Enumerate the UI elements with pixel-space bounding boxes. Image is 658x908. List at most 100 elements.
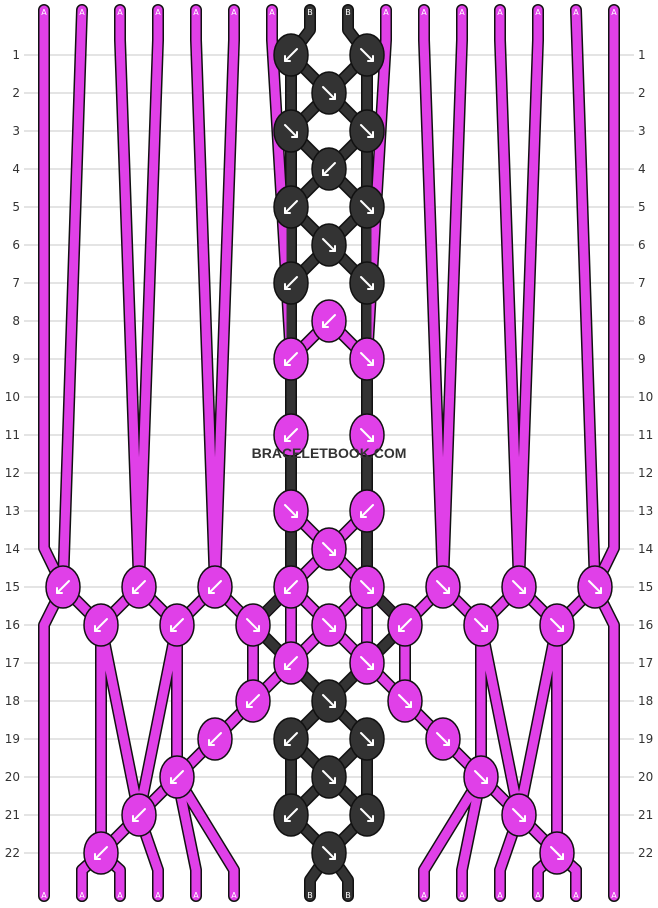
knot-A-right-down bbox=[463, 603, 499, 647]
arrow-icon bbox=[322, 770, 336, 784]
knot-A-right-down bbox=[349, 565, 385, 609]
row-number-left: 3 bbox=[12, 124, 20, 138]
arrow-head-icon bbox=[481, 777, 488, 784]
strand-tag-bottom: A bbox=[573, 891, 579, 900]
arrow-icon bbox=[322, 86, 336, 100]
arrow-head-icon bbox=[519, 815, 526, 822]
arrow-head-icon bbox=[329, 701, 336, 708]
strand-tag-top: A bbox=[79, 8, 85, 17]
knot-A-right-down bbox=[425, 565, 461, 609]
arrow-icon bbox=[398, 618, 412, 632]
arrow-icon bbox=[360, 124, 374, 138]
strand-A bbox=[514, 5, 562, 901]
arrow-icon bbox=[512, 808, 526, 822]
arrow-icon bbox=[436, 580, 450, 594]
arrow-icon bbox=[322, 162, 336, 176]
strand-tag-bottom: A bbox=[155, 891, 161, 900]
arrow-head-icon bbox=[94, 853, 101, 860]
knot-A-right-down bbox=[273, 489, 309, 533]
row-number-right: 1 bbox=[638, 48, 646, 62]
knot-A-right-down bbox=[539, 831, 575, 875]
knot-A-right-down bbox=[349, 413, 385, 457]
row-number-right: 14 bbox=[638, 542, 653, 556]
row-number-left: 2 bbox=[12, 86, 20, 100]
row-number-right: 18 bbox=[638, 694, 653, 708]
arrow-head-icon bbox=[94, 625, 101, 632]
strand-tag-bottom: A bbox=[497, 891, 503, 900]
arrow-icon bbox=[588, 580, 602, 594]
strand-tag-bottom: A bbox=[231, 891, 237, 900]
knot-B-left-down bbox=[311, 147, 347, 191]
strand-tag-top: A bbox=[155, 8, 161, 17]
knot-B-right-down bbox=[349, 261, 385, 305]
arrow-head-icon bbox=[132, 587, 139, 594]
row-number-left: 1 bbox=[12, 48, 20, 62]
arrow-icon bbox=[322, 846, 336, 860]
strand-tag-top: A bbox=[497, 8, 503, 17]
arrow-icon bbox=[284, 124, 298, 138]
row-number-right: 11 bbox=[638, 428, 653, 442]
strand-tag-bottom: A bbox=[269, 891, 275, 900]
arrow-head-icon bbox=[284, 815, 291, 822]
knot-B-right-down bbox=[349, 109, 385, 153]
row-number-left: 7 bbox=[12, 276, 20, 290]
arrow-icon bbox=[284, 352, 298, 366]
strand-tag-top: B bbox=[307, 8, 313, 17]
strand-tag-top: A bbox=[269, 8, 275, 17]
arrow-icon bbox=[360, 732, 374, 746]
arrow-icon bbox=[284, 276, 298, 290]
row-number-right: 15 bbox=[638, 580, 653, 594]
arrow-icon bbox=[360, 504, 374, 518]
arrow-icon bbox=[284, 48, 298, 62]
arrow-head-icon bbox=[208, 587, 215, 594]
arrow-head-icon bbox=[322, 321, 329, 328]
row-number-left: 11 bbox=[5, 428, 20, 442]
strand-tag-bottom: A bbox=[535, 891, 541, 900]
arrow-icon bbox=[94, 846, 108, 860]
arrow-head-icon bbox=[367, 283, 374, 290]
arrow-head-icon bbox=[284, 435, 291, 442]
row-number-left: 12 bbox=[5, 466, 20, 480]
knot-A-right-down bbox=[539, 603, 575, 647]
strand-A bbox=[96, 5, 144, 901]
strand-tag-top: A bbox=[117, 8, 123, 17]
knot-B-left-down bbox=[273, 717, 309, 761]
row-number-right: 20 bbox=[638, 770, 653, 784]
arrow-head-icon bbox=[557, 853, 564, 860]
arrow-head-icon bbox=[367, 359, 374, 366]
arrow-icon bbox=[360, 200, 374, 214]
arrow-head-icon bbox=[367, 663, 374, 670]
row-number-right: 21 bbox=[638, 808, 653, 822]
arrow-icon bbox=[360, 656, 374, 670]
arrow-icon bbox=[398, 694, 412, 708]
arrow-icon bbox=[322, 542, 336, 556]
arrow-head-icon bbox=[367, 435, 374, 442]
arrow-icon bbox=[170, 770, 184, 784]
arrow-icon bbox=[284, 428, 298, 442]
knot-B-right-down bbox=[349, 185, 385, 229]
arrow-icon bbox=[322, 694, 336, 708]
knot-A-left-down bbox=[159, 755, 195, 799]
row-number-right: 8 bbox=[638, 314, 646, 328]
arrow-head-icon bbox=[132, 815, 139, 822]
arrow-head-icon bbox=[367, 55, 374, 62]
knot-A-left-down bbox=[159, 603, 195, 647]
strand-tag-top: A bbox=[231, 8, 237, 17]
arrow-head-icon bbox=[253, 625, 260, 632]
knot-B-left-down bbox=[273, 261, 309, 305]
row-number-left: 5 bbox=[12, 200, 20, 214]
row-number-right: 2 bbox=[638, 86, 646, 100]
arrow-head-icon bbox=[443, 587, 450, 594]
arrow-icon bbox=[246, 618, 260, 632]
strand-tag-bottom: A bbox=[383, 891, 389, 900]
arrow-icon bbox=[360, 428, 374, 442]
row-number-right: 6 bbox=[638, 238, 646, 252]
row-number-right: 10 bbox=[638, 390, 653, 404]
arrow-icon bbox=[284, 808, 298, 822]
row-number-right: 5 bbox=[638, 200, 646, 214]
arrow-icon bbox=[284, 580, 298, 594]
knot-B-right-down bbox=[311, 679, 347, 723]
row-number-right: 16 bbox=[638, 618, 653, 632]
strand-tag-bottom: A bbox=[611, 891, 617, 900]
